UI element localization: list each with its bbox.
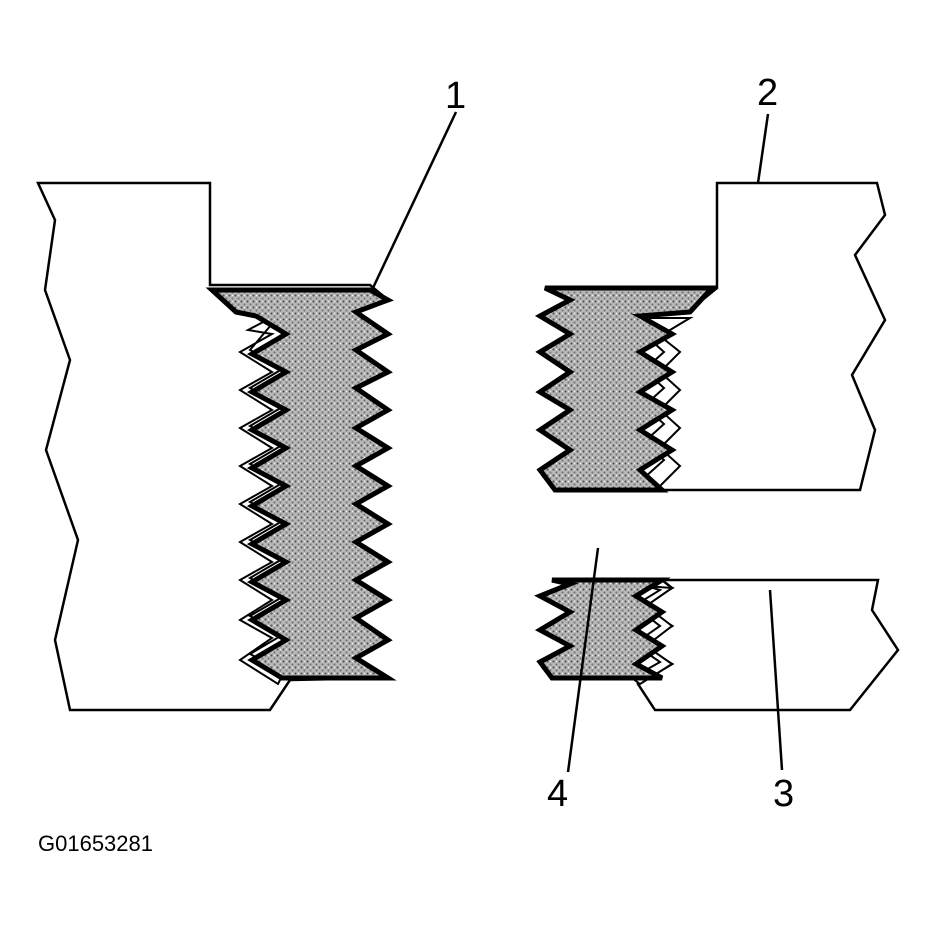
right-lower-thread-insert[interactable] [534, 577, 671, 681]
leader-line-3 [768, 589, 784, 771]
leader-line-2 [756, 113, 770, 184]
leader-line-1 [370, 111, 458, 291]
callout-3: 3 [773, 773, 794, 815]
right-upper-housing [636, 181, 887, 492]
right-upper-thread-insert[interactable] [534, 285, 718, 493]
callout-2: 2 [757, 72, 778, 114]
callout-4: 4 [547, 773, 568, 815]
left-thread-insert[interactable] [205, 287, 397, 681]
figure-id: G01653281 [38, 831, 153, 856]
leader-line-4 [566, 547, 600, 773]
right-lower-housing [636, 578, 900, 712]
callout-1: 1 [445, 75, 466, 117]
